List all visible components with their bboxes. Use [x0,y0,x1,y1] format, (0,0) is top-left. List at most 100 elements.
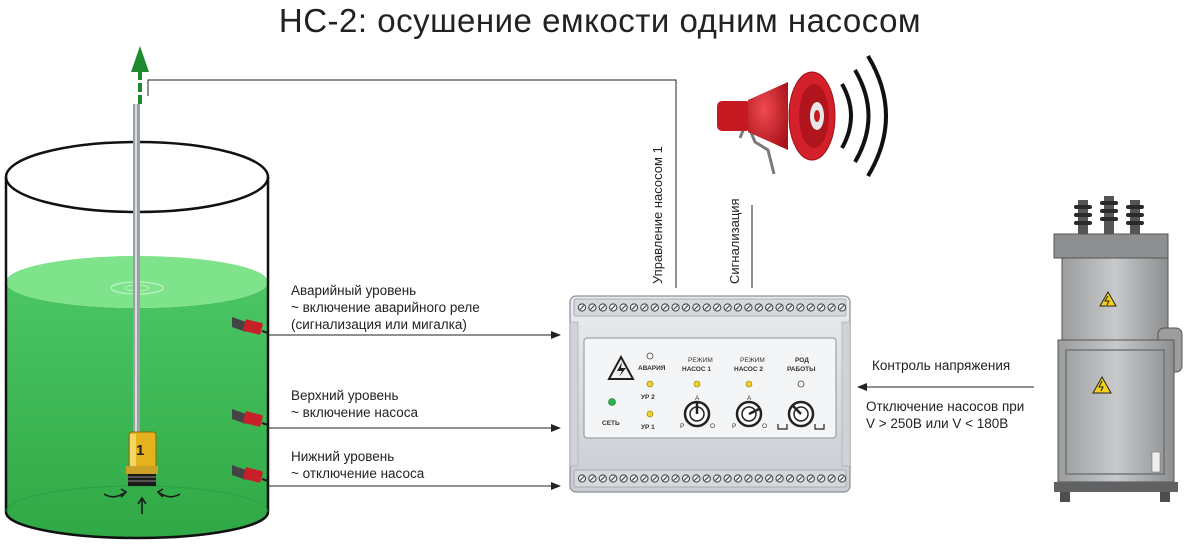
terminal-screw-slot [652,476,658,481]
pump-control-wire [147,79,677,288]
terminal-screw-slot [839,476,845,481]
terminal-screw-slot [766,305,772,310]
signaling-label: Сигнализация [727,198,742,284]
net-label: СЕТЬ [602,420,620,427]
terminal-screw-slot [683,476,689,481]
pump-marker: 1 [136,442,144,459]
voltage-cutoff-line1: Отключение насосов при [866,399,1025,414]
terminal-screw-slot [621,476,626,481]
pump2-led [745,380,753,388]
terminal-screw-slot [818,305,824,310]
terminal-screw-slot [579,476,585,481]
voltage-cutoff-line2: V > 250В или V < 180В [866,416,1009,431]
terminal-screw-slot [631,476,637,481]
terminal-screw-slot [714,476,720,481]
terminal-screw-slot [704,476,710,481]
diagram-title: НС-2: осушение емкости одним насосом [278,2,922,39]
net-led [608,398,616,406]
knob1-mark-right: О [710,423,715,430]
terminal-screw-slot [746,305,751,310]
terminal-screw-slot [735,476,741,481]
siren-icon [717,54,888,178]
terminal-screw-slot [777,305,782,310]
terminal-row-top [577,303,847,312]
knob1-mark-left: Р [680,423,684,430]
terminal-screw-slot [683,305,689,310]
terminal-row-bottom [577,474,847,483]
work-type-label-1: РОД [795,357,809,364]
level2-label: УР 2 [641,394,655,401]
knob2-mark-right: О [762,423,767,430]
knob2-mark-top: А [747,395,752,402]
voltage-control-label: Контроль напряжения [872,358,1011,373]
terminal-screw-slot [756,305,762,310]
terminal-screw-slot [579,305,585,310]
transformer-icon [1053,196,1183,502]
terminal-screw-slot [766,476,772,481]
pump1-label: НАСОС 1 [682,366,711,373]
emergency-level-label: Аварийный уровень ~ включение аварийного… [291,282,480,333]
terminal-screw-slot [725,305,730,310]
terminal-screw-slot [631,305,637,310]
terminal-screw-slot [590,476,595,481]
pump-riser [131,46,149,438]
outflow-arrow [131,46,149,72]
terminal-screw-slot [642,305,647,310]
lower-level-action: ~ отключение насоса [291,466,425,481]
upper-level-action: ~ включение насоса [291,405,418,420]
terminal-screw-slot [652,305,658,310]
knob1-mark-top: А [695,395,700,402]
terminal-screw-slot [808,476,814,481]
pump1-knob [683,400,711,428]
level2-led [646,380,654,388]
terminal-screw-slot [662,476,668,481]
pump2-knob [735,400,763,428]
terminal-screw-slot [600,476,606,481]
knob2-mark-left: Р [732,423,736,430]
voltage-cutoff-label: Отключение насосов при V > 250В или V < … [866,398,1024,432]
work-type-label-2: РАБОТЫ [787,366,816,373]
terminal-screw-slot [704,305,710,310]
terminal-screw-slot [590,305,595,310]
lower-level-title: Нижний уровень [291,449,395,464]
emergency-level-note: (сигнализация или мигалка) [291,317,467,332]
terminal-screw-slot [694,476,699,481]
lower-level-label: Нижний уровень ~ отключение насоса [291,448,424,482]
level1-led [646,410,654,418]
emergency-level-action: ~ включение аварийного реле [291,300,480,315]
terminal-screw-slot [673,305,678,310]
terminal-screw-slot [725,476,730,481]
mode-small-label-1: РЕЖИМ [688,357,713,364]
alarm-led [646,352,654,360]
terminal-screw-slot [808,305,814,310]
emergency-level-title: Аварийный уровень [291,283,417,298]
terminal-screw-slot [610,305,616,310]
terminal-screw-slot [694,305,699,310]
terminal-screw-slot [787,476,793,481]
probe-upper [232,409,269,427]
terminal-screw-slot [662,305,668,310]
terminal-screw-slot [787,305,793,310]
terminal-screw-slot [735,305,741,310]
terminal-screw-slot [798,305,803,310]
terminal-screw-slot [818,476,824,481]
terminal-screw-slot [621,305,626,310]
terminal-screw-slot [673,476,678,481]
terminal-screw-slot [746,476,751,481]
upper-level-label: Верхний уровень ~ включение насоса [291,387,418,421]
terminal-screw-slot [839,305,845,310]
terminal-screw-slot [798,476,803,481]
pump2-label: НАСОС 2 [734,366,763,373]
terminal-screw-slot [600,305,606,310]
control-device [569,295,851,493]
alarm-label: АВАРИЯ [638,365,666,372]
pump [103,431,181,514]
probe-lower [232,465,269,483]
terminal-screw-slot [642,476,647,481]
work-led [797,380,805,388]
pump1-led [693,380,701,388]
terminal-screw-slot [610,476,616,481]
terminal-screw-slot [829,476,834,481]
